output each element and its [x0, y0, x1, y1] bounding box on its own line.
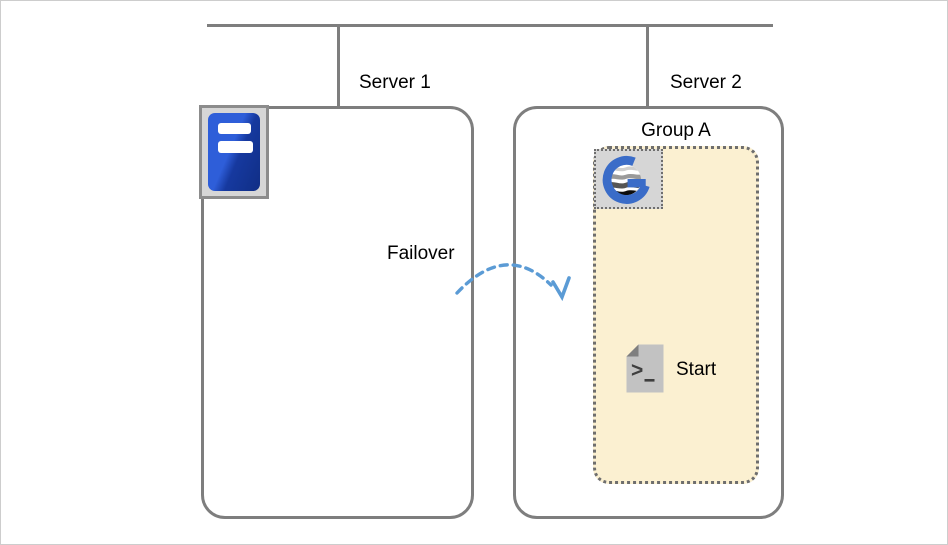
- server2-connector-line: [646, 27, 649, 106]
- network-bus-line: [207, 24, 773, 27]
- cluster-group-logo-icon: [594, 149, 663, 209]
- svg-text:>: >: [631, 359, 643, 382]
- server1-label: Server 1: [359, 72, 431, 93]
- server-tower-icon: [199, 105, 269, 199]
- server-tower-slot: [218, 141, 253, 153]
- server-tower-body: [208, 113, 260, 191]
- start-script-icon: >: [626, 344, 664, 393]
- server1-connector-line: [337, 27, 340, 106]
- start-label: Start: [676, 359, 717, 380]
- group-a-label: Group A: [641, 120, 711, 141]
- failover-label: Failover: [387, 243, 455, 264]
- server2-label: Server 2: [670, 72, 742, 93]
- cluster-group-logo-graphic: [602, 155, 650, 204]
- server-tower-slot: [218, 123, 251, 134]
- start-script-graphic: >: [626, 344, 664, 393]
